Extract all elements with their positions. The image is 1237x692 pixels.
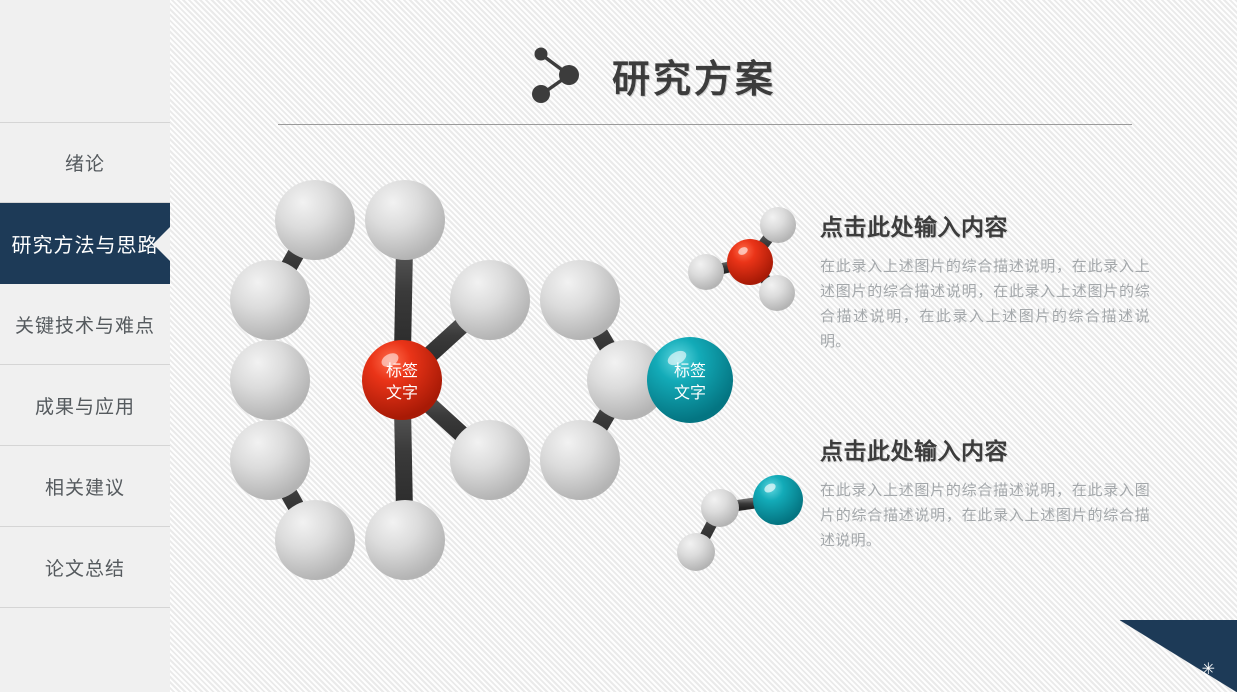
atom-sphere	[677, 533, 715, 571]
corner-decoration: ✳	[1120, 620, 1237, 692]
red-sphere-label-line2: 文字	[386, 384, 418, 402]
content-block-2[interactable]: 点击此处输入内容 在此录入上述图片的综合描述说明，在此录入图片的综合描述说明，在…	[820, 432, 1150, 553]
sidebar-item-label: 绪论	[64, 154, 105, 175]
sidebar-item-label: 研究方法与思路	[11, 235, 159, 257]
teal-sphere-label-line1: 标签	[674, 362, 706, 380]
sidebar-item-label: 论文总结	[44, 558, 125, 580]
atom-sphere	[540, 260, 620, 340]
sidebar-item-4[interactable]: 相关建议	[0, 446, 170, 527]
active-indicator-notch-icon	[153, 226, 170, 261]
specular-highlight	[667, 350, 687, 366]
sidebar-item-label: 相关建议	[44, 477, 125, 499]
atom-sphere	[688, 254, 724, 290]
specular-highlight	[764, 483, 776, 493]
atom-sphere	[701, 489, 739, 527]
atom-sphere	[587, 340, 667, 420]
sidebar-item-label: 关键技术与难点	[14, 315, 155, 337]
teal-sphere-label-line2: 文字	[674, 384, 706, 402]
sidebar-item-0[interactable]: 绪论	[0, 122, 170, 203]
teal-label-sphere[interactable]: 标签 文字	[647, 337, 733, 423]
atom-sphere	[450, 420, 530, 500]
sidebar-item-3[interactable]: 成果与应用	[0, 365, 170, 446]
page-title: 研究方案	[612, 59, 777, 101]
sidebar-item-1[interactable]: 研究方法与思路	[0, 203, 170, 284]
asterisk-icon: ✳	[1201, 661, 1215, 678]
atom-group-gray	[230, 180, 667, 580]
content-block-body: 在此录入上述图片的综合描述说明，在此录入上述图片的综合描述说明，在此录入上述图片…	[820, 258, 1150, 350]
atom-sphere	[760, 207, 796, 243]
atom-sphere	[540, 420, 620, 500]
slide-header: 研究方案	[0, 0, 1237, 130]
content-block-heading: 点击此处输入内容	[820, 214, 1008, 240]
red-sphere-label-line1: 标签	[386, 362, 418, 380]
content-block-1[interactable]: 点击此处输入内容 在此录入上述图片的综合描述说明，在此录入上述图片的综合描述说明…	[820, 208, 1150, 354]
specular-highlight	[738, 247, 748, 255]
atom-sphere	[275, 500, 355, 580]
molecule-node-icon	[532, 47, 579, 103]
sidebar-item-2[interactable]: 关键技术与难点	[0, 284, 170, 365]
header-divider	[278, 124, 1132, 125]
atom-sphere	[230, 340, 310, 420]
atom-sphere	[230, 420, 310, 500]
atom-sphere	[365, 180, 445, 260]
atom-sphere	[450, 260, 530, 340]
molecule-diagram: 标签 文字 标签 文字	[230, 180, 803, 580]
teal-sphere	[647, 337, 733, 423]
sidebar-item-label: 成果与应用	[34, 396, 135, 418]
atom-sphere	[759, 275, 795, 311]
sidebar-item-5[interactable]: 论文总结	[0, 527, 170, 608]
atom-sphere	[365, 500, 445, 580]
content-block-heading: 点击此处输入内容	[820, 438, 1008, 464]
small-red-molecule	[688, 207, 796, 311]
red-sphere	[362, 340, 442, 420]
teal-sphere	[753, 475, 803, 525]
specular-highlight	[381, 353, 399, 367]
atom-sphere	[230, 260, 310, 340]
sidebar-nav: 绪论 研究方法与思路 关键技术与难点 成果与应用 相关建议 论文总结	[0, 0, 170, 692]
content-block-body: 在此录入上述图片的综合描述说明，在此录入图片的综合描述说明，在此录入上述图片的综…	[820, 482, 1150, 549]
red-sphere	[727, 239, 773, 285]
red-label-sphere[interactable]: 标签 文字	[362, 340, 442, 420]
small-teal-molecule	[677, 475, 803, 571]
atom-sphere	[275, 180, 355, 260]
